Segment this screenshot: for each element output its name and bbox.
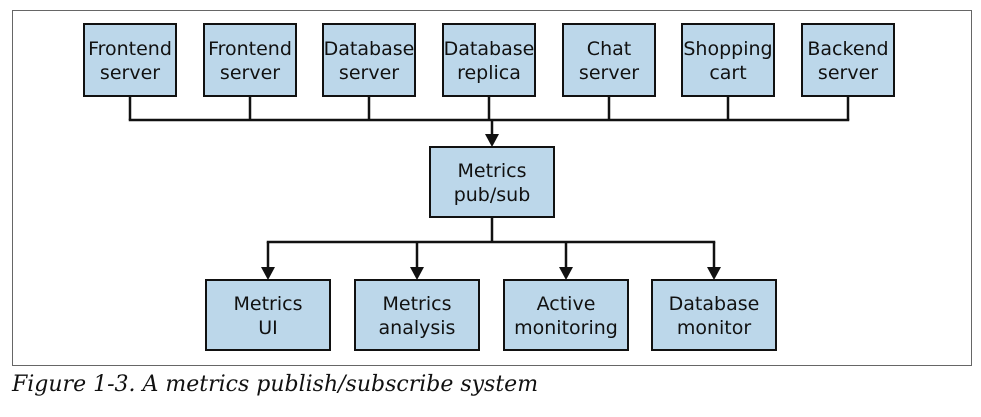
frontend-server-1-label-line1: Frontend xyxy=(88,38,172,60)
metrics-pubsub-label-line1: Metrics xyxy=(458,160,527,182)
metrics-analysis-box xyxy=(354,279,480,351)
backend-server-label-line2: server xyxy=(818,62,878,84)
active-monitoring-label-line1: Active xyxy=(537,293,596,315)
connectors xyxy=(128,96,850,280)
backend-server-label-line1: Backend xyxy=(807,38,888,60)
shopping-cart-box xyxy=(681,23,775,97)
database-monitor-box xyxy=(651,279,777,351)
database-replica-label-line2: replica xyxy=(457,62,521,84)
database-server-label-line2: server xyxy=(339,62,399,84)
frontend-server-1-label-line2: server xyxy=(100,62,160,84)
nodes: FrontendserverFrontendserverDatabaseserv… xyxy=(83,23,895,351)
hub-input-arrowhead xyxy=(485,134,499,147)
chat-server-box xyxy=(562,23,656,97)
chat-server-label-line2: server xyxy=(579,62,639,84)
figure-caption: Figure 1-3. A metrics publish/subscribe … xyxy=(12,372,539,397)
shopping-cart-label-line1: Shopping xyxy=(683,38,772,60)
database-server-box xyxy=(322,23,416,97)
active-monitoring-box xyxy=(503,279,629,351)
metrics-pubsub-box xyxy=(429,146,555,218)
shopping-cart-label-line2: cart xyxy=(709,62,746,84)
consumer-arrowhead-1 xyxy=(410,267,424,280)
database-monitor-label-line2: monitor xyxy=(677,317,752,339)
metrics-analysis-label-line1: Metrics xyxy=(383,293,452,315)
consumer-arrowhead-0 xyxy=(261,267,275,280)
consumer-arrowhead-2 xyxy=(559,267,573,280)
frontend-server-1-box xyxy=(83,23,177,97)
database-replica-label-line1: Database xyxy=(444,38,535,60)
metrics-ui-label-line1: Metrics xyxy=(234,293,303,315)
frontend-server-2-label-line2: server xyxy=(220,62,280,84)
backend-server-box xyxy=(801,23,895,97)
frontend-server-2-box xyxy=(203,23,297,97)
consumer-arrowhead-3 xyxy=(707,267,721,280)
metrics-analysis-label-line2: analysis xyxy=(379,317,456,339)
metrics-pubsub-label-line2: pub/sub xyxy=(454,184,531,206)
chat-server-label-line1: Chat xyxy=(587,38,631,60)
database-server-label-line1: Database xyxy=(324,38,415,60)
active-monitoring-label-line2: monitoring xyxy=(514,317,618,339)
database-monitor-label-line1: Database xyxy=(669,293,760,315)
metrics-ui-box xyxy=(205,279,331,351)
metrics-ui-label-line2: UI xyxy=(258,317,278,339)
frontend-server-2-label-line1: Frontend xyxy=(208,38,292,60)
database-replica-box xyxy=(442,23,536,97)
